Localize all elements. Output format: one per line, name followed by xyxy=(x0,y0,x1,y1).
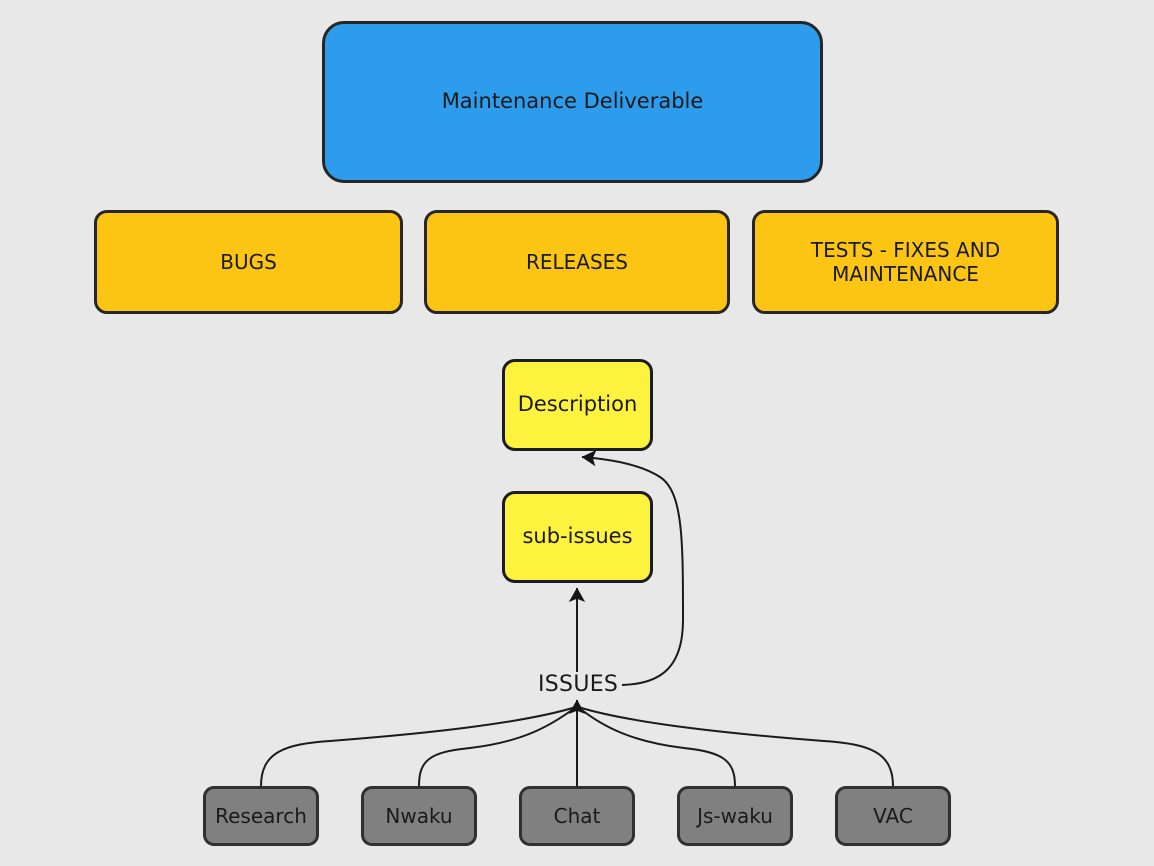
edge-nwaku-to-issues xyxy=(418,706,577,787)
edge-vac-to-issues xyxy=(577,706,894,787)
node-category-releases[interactable]: RELEASES xyxy=(424,210,730,314)
node-category-bugs[interactable]: BUGS xyxy=(94,210,403,314)
edge-jswaku-to-issues xyxy=(577,706,736,787)
node-source-vac[interactable]: VAC xyxy=(835,786,951,846)
node-category-tests-fixes-and-maintenance[interactable]: TESTS - FIXES AND MAINTENANCE xyxy=(752,210,1059,314)
node-source-research[interactable]: Research xyxy=(203,786,319,846)
node-sub-issues[interactable]: sub-issues xyxy=(502,491,653,583)
edge-label-issues: ISSUES xyxy=(536,672,621,697)
node-source-js-waku[interactable]: Js-waku xyxy=(677,786,793,846)
edge-research-to-issues xyxy=(260,706,577,787)
node-description[interactable]: Description xyxy=(502,359,653,451)
node-source-chat[interactable]: Chat xyxy=(519,786,635,846)
node-source-nwaku[interactable]: Nwaku xyxy=(361,786,477,846)
node-maintenance-deliverable[interactable]: Maintenance Deliverable xyxy=(322,21,823,183)
